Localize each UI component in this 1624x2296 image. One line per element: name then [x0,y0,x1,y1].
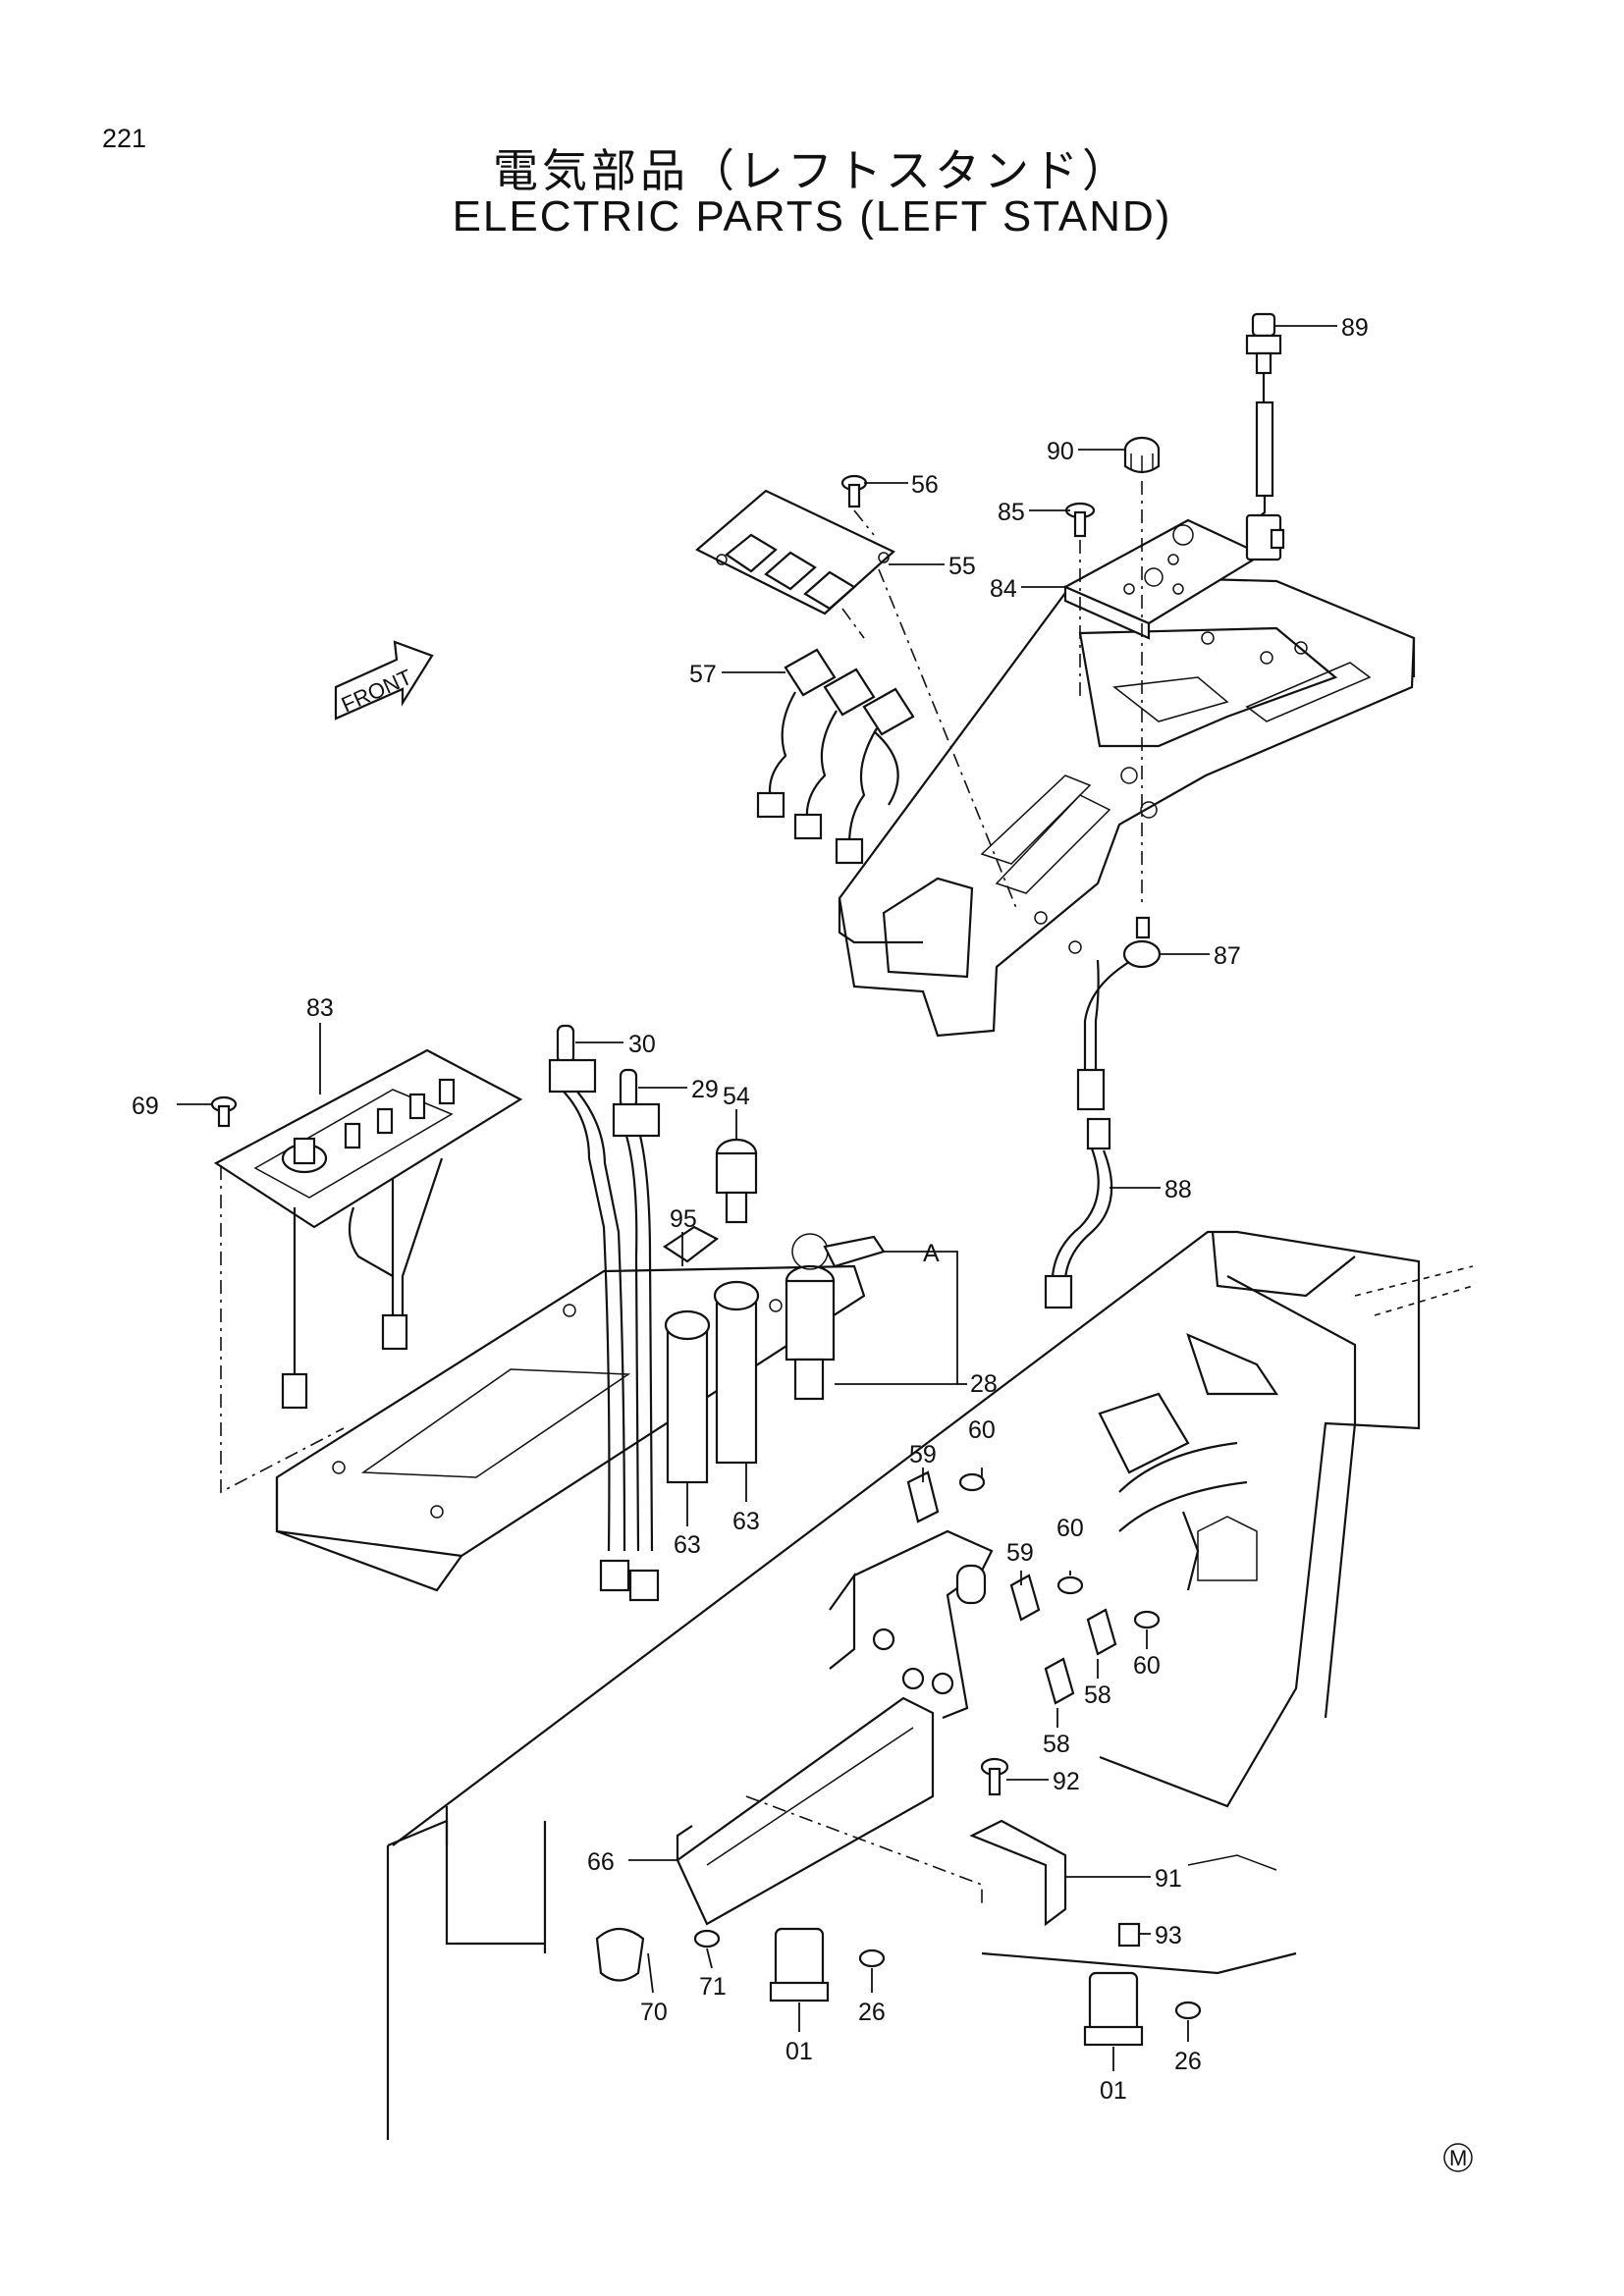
callout-29: 29 [691,1076,719,1103]
callout-66: 66 [587,1848,615,1876]
callout-54: 54 [723,1083,750,1110]
callout-60a: 60 [968,1416,996,1444]
callout-92: 92 [1053,1768,1080,1795]
callout-59a: 59 [909,1441,937,1468]
callout-63b: 63 [732,1508,760,1535]
callout-70: 70 [640,1999,668,2026]
callout-58b: 58 [1043,1731,1070,1758]
callout-30: 30 [628,1031,656,1058]
callout-26b: 26 [1174,2048,1202,2075]
part-54-63-95-28-switch-block [663,1138,886,1484]
callout-labels: 89 90 56 85 55 84 57 87 83 30 29 69 54 9… [132,314,1369,2105]
part-26-screws [858,1949,1202,2020]
callout-A: A [923,1240,940,1267]
part-55-switch-cover [695,489,895,615]
corner-mark: M [1443,2143,1473,2172]
part-87-88-harness [1044,916,1162,1309]
callout-69: 69 [132,1093,159,1120]
callout-71: 71 [699,1973,727,2001]
part-58-59-60-brackets [829,1470,1161,1720]
title-japanese: 電気部品（レフトスタンド） [493,144,1131,197]
part-69-screw [210,1095,238,1128]
callout-01b: 01 [1100,2077,1127,2105]
front-arrow: FRONT [334,640,434,721]
callout-95: 95 [670,1205,697,1233]
callout-01a: 01 [785,2038,813,2065]
callout-89: 89 [1341,314,1369,342]
callout-87: 87 [1214,942,1241,970]
part-56-screw [840,474,868,508]
title-english: ELECTRIC PARTS (LEFT STAND) [452,192,1172,240]
part-70-71-clamp [595,1927,721,1982]
callout-26a: 26 [858,1999,886,2026]
upper-console-frame [838,575,1416,1038]
part-30-29-toggle-switches [548,1024,661,1602]
part-90-cap [1123,436,1161,474]
part-57-rocker-switches [756,648,915,865]
callout-58a: 58 [1084,1682,1111,1709]
leader-lines [177,325,1337,2071]
callout-55: 55 [948,553,976,580]
page-number: 221 [102,124,147,153]
lower-frame-rail [386,1696,1297,2140]
callout-60c: 60 [1133,1652,1161,1680]
callout-85: 85 [998,499,1025,526]
part-83-switch-panel [213,1048,523,1494]
callout-84: 84 [990,575,1017,603]
part-01-relays [769,1927,1144,2047]
callout-93: 93 [1155,1922,1182,1949]
part-91-92-93-bracket [969,1757,1141,1948]
callout-60b: 60 [1056,1515,1084,1542]
callout-90: 90 [1047,438,1074,465]
part-85-screw [1064,502,1096,538]
callout-83: 83 [306,994,334,1022]
corner-mark-letter: M [1449,2146,1467,2170]
lower-left-stand-frame [275,1264,866,1592]
callout-91: 91 [1155,1865,1182,1893]
callout-88: 88 [1164,1176,1192,1203]
callout-57: 57 [689,661,717,688]
callout-63a: 63 [674,1531,701,1559]
main-frame [392,1230,1474,1846]
callout-56: 56 [911,471,939,499]
callout-59b: 59 [1006,1539,1034,1567]
part-89-sensor [1245,312,1285,561]
callout-28: 28 [970,1370,998,1398]
